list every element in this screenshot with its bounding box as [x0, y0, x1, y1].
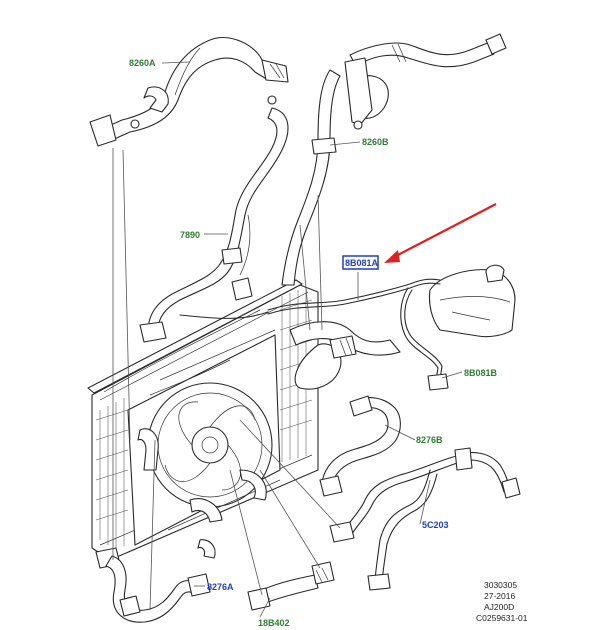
- label-8260b: 8260B: [362, 137, 389, 147]
- label-8276a: 8276A: [207, 582, 234, 592]
- label-7890: 7890: [180, 230, 200, 240]
- reference-block: 3030305 27-2016 AJ200D C0259631-01: [476, 580, 528, 623]
- label-18b402: 18B402: [258, 618, 290, 628]
- highlight-arrow: [384, 203, 497, 263]
- hose-5c203: [329, 447, 521, 591]
- label-8276b: 8276B: [416, 435, 443, 445]
- hose-18b402: [247, 561, 335, 611]
- hose-8276b: [319, 395, 401, 497]
- reference-line-3: AJ200D: [484, 602, 514, 612]
- coolant-expansion-tank: [428, 264, 516, 338]
- label-8b081b: 8B081B: [464, 368, 498, 378]
- highlight-box: [342, 255, 379, 270]
- leader-lines: [112, 61, 463, 618]
- hose-8276a: [95, 547, 211, 623]
- label-5c203: 5C203: [422, 520, 449, 530]
- reference-line-4: C0259631-01: [476, 613, 528, 623]
- reference-line-1: 3030305: [484, 580, 517, 590]
- reference-line-2: 27-2016: [484, 591, 515, 601]
- hose-8260b: [281, 33, 507, 286]
- label-8260a: 8260A: [129, 58, 156, 68]
- hose-8260a: [89, 37, 289, 147]
- manifold-hoses: [289, 321, 401, 390]
- hose-7890: [139, 107, 289, 343]
- label-8b081a: 8B081A: [345, 258, 379, 268]
- lower-hoses: [137, 428, 267, 559]
